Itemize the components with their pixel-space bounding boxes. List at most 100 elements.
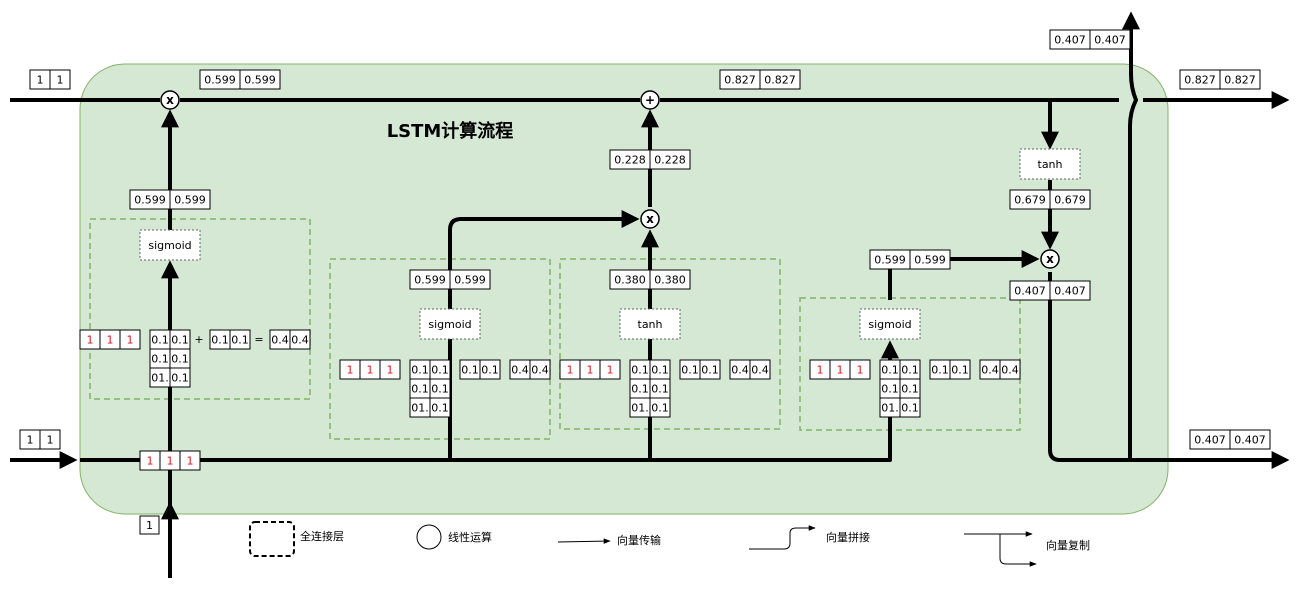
svg-text:1: 1 bbox=[587, 364, 594, 377]
h-up-vector-cell-1: 0.407 bbox=[1089, 29, 1131, 50]
concat-vector-cell-0: 1 bbox=[139, 450, 161, 471]
h-up-line bbox=[1122, 11, 1140, 460]
forget-sigmoid-box: sigmoid bbox=[139, 229, 201, 261]
input-weights-r0-c0: 0.1 bbox=[409, 359, 431, 380]
svg-text:01.: 01. bbox=[881, 402, 899, 415]
svg-text:01.: 01. bbox=[151, 372, 169, 385]
svg-text:0.599: 0.599 bbox=[414, 274, 446, 287]
svg-text:0.407: 0.407 bbox=[1054, 285, 1086, 298]
svg-text:sigmoid: sigmoid bbox=[428, 318, 471, 331]
svg-text:0.1: 0.1 bbox=[951, 364, 969, 377]
svg-text:0.827: 0.827 bbox=[1224, 74, 1256, 87]
forget-weights-r0-c0: 0.1 bbox=[149, 329, 171, 350]
svg-text:0.4: 0.4 bbox=[271, 334, 289, 347]
svg-text:1: 1 bbox=[127, 334, 134, 347]
svg-text:0.1: 0.1 bbox=[701, 364, 719, 377]
svg-text:0.679: 0.679 bbox=[1054, 194, 1086, 207]
svg-text:0.599: 0.599 bbox=[874, 254, 906, 267]
forget-weights-r2-c1: 0.1 bbox=[169, 367, 191, 388]
candidate-preact-vector-cell-1: 0.4 bbox=[749, 359, 771, 380]
svg-text:0.1: 0.1 bbox=[431, 364, 449, 377]
forget-preact-vector-cell-0: 0.4 bbox=[269, 329, 291, 350]
svg-text:sigmoid: sigmoid bbox=[868, 318, 911, 331]
svg-text:0.4: 0.4 bbox=[511, 364, 529, 377]
input-input-vector-cell-1: 1 bbox=[359, 359, 381, 380]
output-gate-output-vector-cell-1: 0.599 bbox=[909, 249, 951, 270]
svg-text:0.827: 0.827 bbox=[764, 74, 796, 87]
legend-op-label: 线性运算 bbox=[448, 530, 492, 544]
svg-text:0.4: 0.4 bbox=[981, 364, 999, 377]
svg-text:0.599: 0.599 bbox=[134, 194, 166, 207]
forget-weights-r1-c1: 0.1 bbox=[169, 348, 191, 369]
svg-text:0.407: 0.407 bbox=[1054, 34, 1086, 47]
candidate-weights-r0-c1: 0.1 bbox=[649, 359, 671, 380]
input-bias-vector-cell-1: 0.1 bbox=[479, 359, 501, 380]
svg-text:1: 1 bbox=[107, 334, 114, 347]
svg-text:0.827: 0.827 bbox=[724, 74, 756, 87]
svg-text:1: 1 bbox=[187, 455, 194, 468]
input-weights-r1-c0: 0.1 bbox=[409, 378, 431, 399]
output-gate-input-vector-cell-2: 1 bbox=[849, 359, 871, 380]
after-add-vector-cell-1: 0.827 bbox=[759, 69, 801, 90]
output-gate-preact-vector-cell-0: 0.4 bbox=[979, 359, 1001, 380]
svg-text:tanh: tanh bbox=[1038, 158, 1063, 171]
equals-sign: = bbox=[254, 333, 263, 346]
svg-text:0.679: 0.679 bbox=[1014, 194, 1046, 207]
output-gate-weights-r0-c1: 0.1 bbox=[899, 359, 921, 380]
h-output-line bbox=[1048, 272, 1290, 469]
svg-text:0.4: 0.4 bbox=[751, 364, 769, 377]
svg-text:1: 1 bbox=[146, 519, 153, 532]
forget-input-vector-cell-0: 1 bbox=[79, 329, 101, 350]
svg-text:0.1: 0.1 bbox=[171, 334, 189, 347]
svg-text:0.1: 0.1 bbox=[151, 334, 169, 347]
svg-text:0.407: 0.407 bbox=[1094, 34, 1126, 47]
candidate-bias-vector-cell-0: 0.1 bbox=[679, 359, 701, 380]
forget-weights-r1-c0: 0.1 bbox=[149, 348, 171, 369]
output-gate-weights-r1-c0: 0.1 bbox=[879, 378, 901, 399]
output-gate-bias-vector-cell-1: 0.1 bbox=[949, 359, 971, 380]
svg-text:x: x bbox=[646, 212, 654, 226]
svg-text:0.4: 0.4 bbox=[1001, 364, 1019, 377]
xt-vector-cell-0: 1 bbox=[139, 515, 160, 535]
svg-text:1: 1 bbox=[567, 364, 574, 377]
svg-text:0.599: 0.599 bbox=[914, 254, 946, 267]
svg-text:x: x bbox=[1046, 252, 1054, 266]
svg-text:0.1: 0.1 bbox=[411, 383, 429, 396]
candidate-weights-r1-c0: 0.1 bbox=[629, 378, 651, 399]
legend-fc-label: 全连接层 bbox=[300, 529, 344, 543]
input-preact-vector-cell-1: 0.4 bbox=[529, 359, 551, 380]
forget-input-vector-cell-1: 1 bbox=[99, 329, 121, 350]
input-gate-line bbox=[448, 210, 640, 460]
legend-transfer-label: 向量传输 bbox=[617, 533, 661, 547]
after-add-vector-cell-0: 0.827 bbox=[719, 69, 761, 90]
output-gate-input-vector-cell-0: 1 bbox=[809, 359, 831, 380]
svg-text:0.599: 0.599 bbox=[454, 274, 486, 287]
input-bias-vector-cell-0: 0.1 bbox=[459, 359, 481, 380]
svg-text:tanh: tanh bbox=[638, 318, 663, 331]
svg-text:0.1: 0.1 bbox=[881, 383, 899, 396]
svg-text:1: 1 bbox=[837, 364, 844, 377]
svg-text:1: 1 bbox=[27, 434, 34, 447]
candidate-output-vector-cell-1: 0.380 bbox=[649, 269, 691, 290]
svg-text:0.1: 0.1 bbox=[931, 364, 949, 377]
svg-text:x: x bbox=[166, 93, 174, 107]
legend-concat-arrow-icon bbox=[749, 525, 816, 550]
svg-text:0.4: 0.4 bbox=[731, 364, 749, 377]
svg-text:0.1: 0.1 bbox=[461, 364, 479, 377]
input-input-vector-cell-2: 1 bbox=[379, 359, 401, 380]
output-gate-weights-r2-c1: 0.1 bbox=[899, 397, 921, 418]
input-weights-r2-c0: 01. bbox=[409, 397, 431, 418]
input-preact-vector-cell-0: 0.4 bbox=[509, 359, 531, 380]
candidate-output-vector-cell-0: 0.380 bbox=[609, 269, 651, 290]
forget-output-vector-cell-1: 0.599 bbox=[169, 189, 211, 210]
svg-text:0.380: 0.380 bbox=[654, 274, 686, 287]
candidate-tanh-box: tanh bbox=[619, 308, 681, 340]
output-gate-bias-vector-cell-0: 0.1 bbox=[929, 359, 951, 380]
svg-text:0.1: 0.1 bbox=[631, 364, 649, 377]
svg-text:0.1: 0.1 bbox=[231, 334, 249, 347]
legend-copy-label: 向量复制 bbox=[1046, 538, 1090, 552]
svg-text:0.1: 0.1 bbox=[681, 364, 699, 377]
svg-text:0.1: 0.1 bbox=[901, 364, 919, 377]
